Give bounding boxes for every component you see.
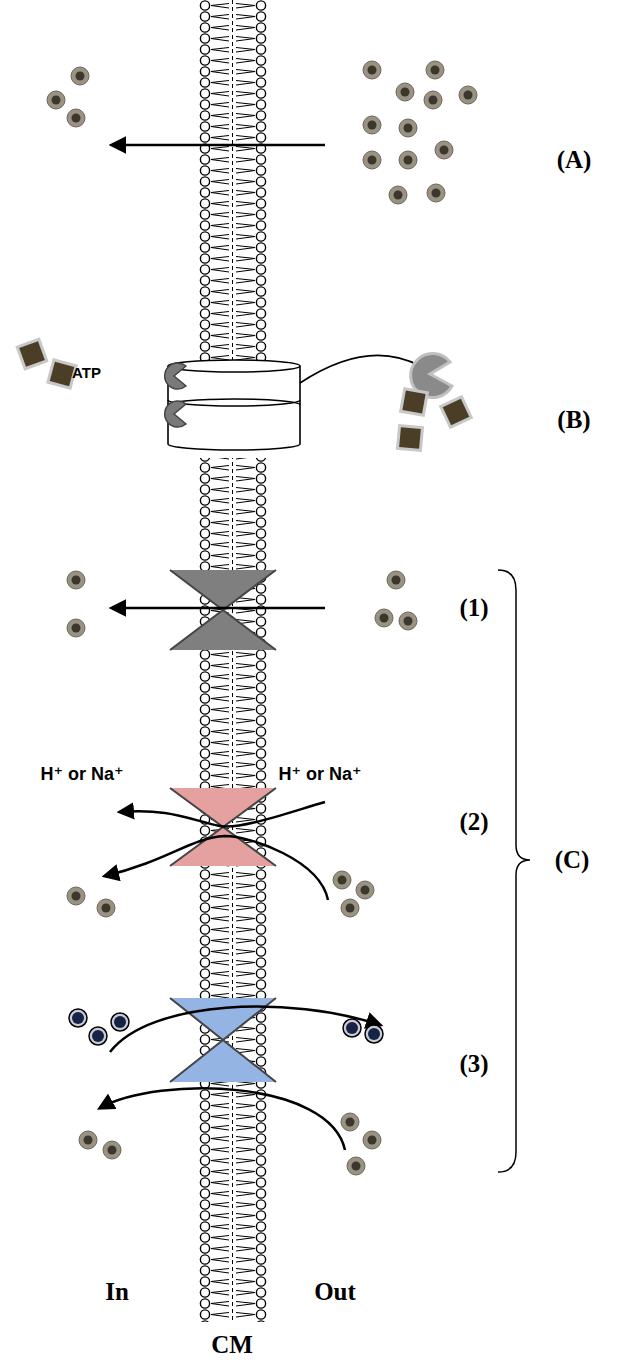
ion-label: H⁺ or Na⁺ [40, 765, 123, 785]
part-label: (C) [555, 846, 590, 874]
side-label: In [105, 1278, 129, 1306]
part-label: (B) [557, 406, 590, 434]
callout-number: (3) [459, 1050, 488, 1078]
callout-number: (1) [459, 594, 488, 622]
callout-number: (2) [459, 808, 488, 836]
membrane-label: CM [211, 1331, 253, 1359]
molecule-label: ATP [72, 365, 101, 382]
part-label: (A) [557, 146, 592, 174]
ion-label: H⁺ or Na⁺ [278, 765, 361, 785]
side-label: Out [314, 1278, 356, 1306]
